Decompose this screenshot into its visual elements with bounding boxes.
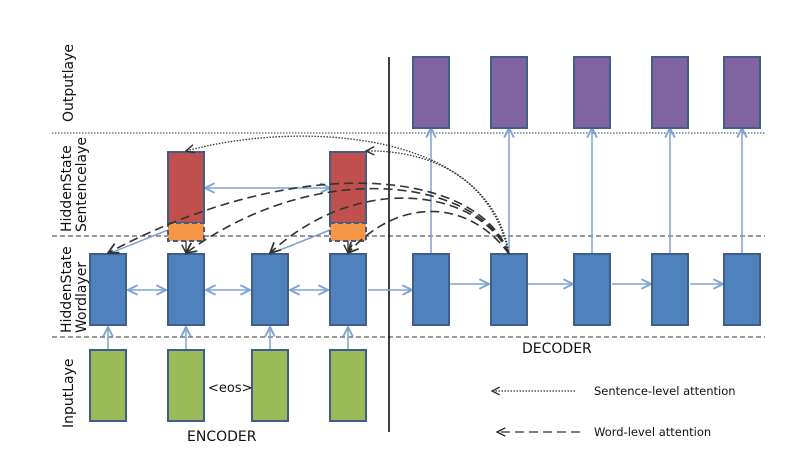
output-layer-label: Outputlaye: [61, 44, 77, 122]
decoder-hidden-box: [651, 253, 689, 326]
word-attention-curves: [108, 182, 510, 255]
sentence-attention-curve: [186, 135, 510, 255]
connectors: [108, 128, 742, 350]
word-attention-curve: [270, 197, 510, 254]
input-layer-label: InputLaye: [61, 358, 77, 428]
output-box: [490, 56, 528, 129]
input-box: [329, 349, 367, 422]
encoder-hidden-box: [167, 253, 205, 326]
sentence-attention-legend-label: Sentence-level attention: [594, 384, 736, 398]
encoder-hidden-box: [329, 253, 367, 326]
decoder-hidden-box: [573, 253, 611, 326]
output-boxes: [412, 56, 761, 129]
legend: Sentence-level attention Word-level atte…: [492, 384, 736, 439]
encoder-hidden-box: [251, 253, 289, 326]
input-box: [251, 349, 289, 422]
sentence-attention-curve: [366, 151, 510, 255]
word-attention-curve: [108, 182, 510, 255]
sentence-pool-box: [167, 222, 205, 242]
sentence-boxes: [167, 151, 367, 242]
output-box: [573, 56, 611, 129]
hidden-sentence-label-1: HiddenState: [59, 145, 75, 232]
decoder-hidden-box: [490, 253, 528, 326]
word-to-sentence-line: [269, 229, 331, 255]
hidden-sentence-label-2: Sentencelaye: [74, 137, 90, 232]
output-box: [412, 56, 450, 129]
sentence-attention-curves: [186, 135, 510, 255]
eos-token-label: <eos>: [208, 381, 253, 396]
decoder-hidden-box: [412, 253, 450, 326]
hidden-word-label-1: HiddenState: [59, 246, 75, 333]
decoder-hidden-box: [723, 253, 761, 326]
word-attention-legend-label: Word-level attention: [594, 425, 711, 439]
input-boxes: [89, 349, 367, 422]
sentence-to-word-arrows: [186, 241, 348, 253]
sentence-pool-box: [329, 222, 367, 242]
hidden-word-boxes: [89, 253, 761, 326]
output-box: [651, 56, 689, 129]
word-to-sentence-line: [107, 229, 169, 255]
sentence-box: [167, 151, 205, 224]
word-attention-curve: [186, 187, 510, 255]
encoder-label: ENCODER: [187, 429, 257, 445]
output-box: [723, 56, 761, 129]
sentence-box: [329, 151, 367, 224]
input-box: [89, 349, 127, 422]
hidden-word-label-2: Wordlayer: [74, 262, 90, 333]
decoder-label: DECODER: [522, 341, 592, 357]
encoder-hidden-box: [89, 253, 127, 326]
input-box: [167, 349, 205, 422]
word-attention-curve: [348, 210, 510, 254]
